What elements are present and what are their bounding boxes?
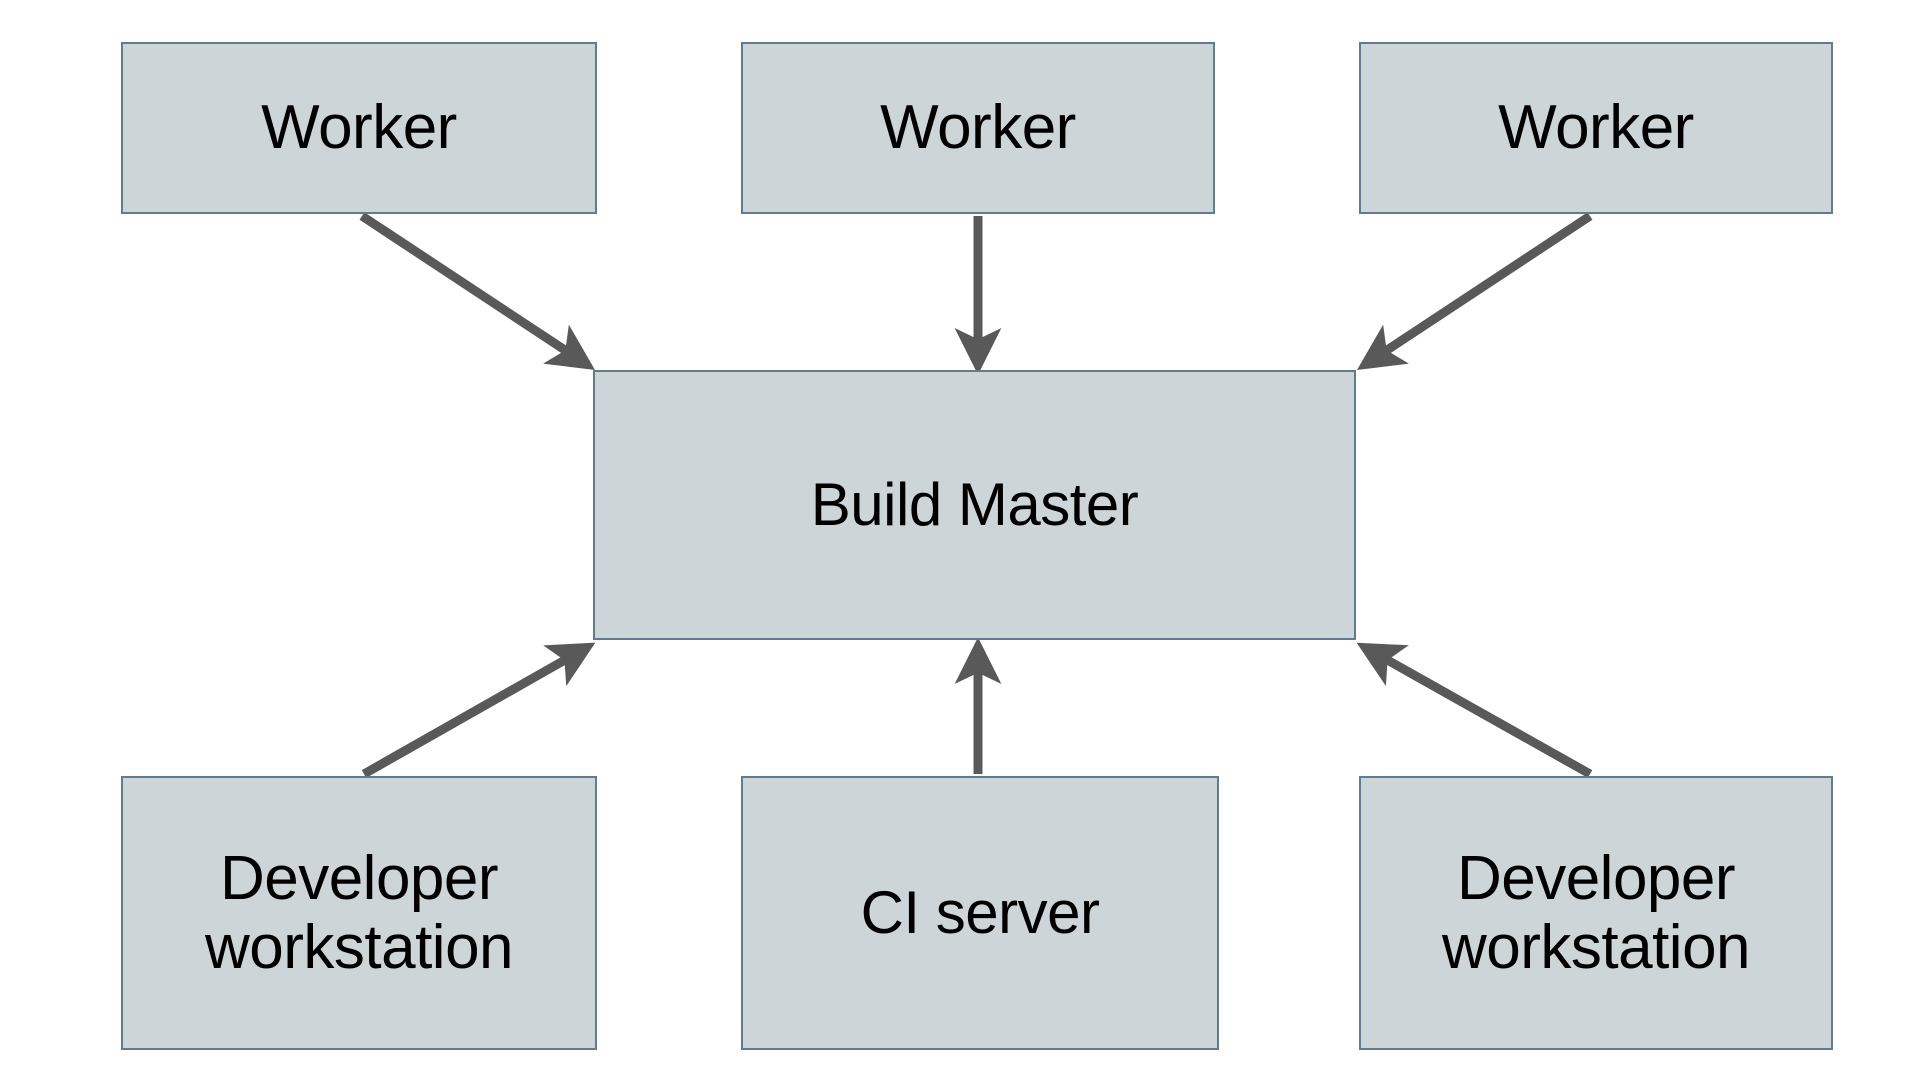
node-worker-3[interactable]: Worker [1359, 42, 1833, 214]
node-worker-1-label: Worker [261, 93, 457, 163]
node-developer-workstation-left[interactable]: Developer workstation [121, 776, 597, 1050]
node-build-master[interactable]: Build Master [593, 370, 1356, 640]
node-worker-2-label: Worker [880, 93, 1076, 163]
node-ci-server[interactable]: CI server [741, 776, 1219, 1050]
node-developer-workstation-left-label: Developer workstation [204, 843, 514, 982]
edge-dev-workstation-right-to-build-master [1356, 642, 1593, 778]
node-worker-2[interactable]: Worker [741, 42, 1215, 214]
node-build-master-label: Build Master [810, 471, 1139, 539]
node-ci-server-label: CI server [860, 879, 1100, 947]
edge-dev-workstation-left-to-build-master [361, 642, 596, 778]
edge-worker-3-to-build-master [1356, 212, 1593, 370]
node-worker-1[interactable]: Worker [121, 42, 597, 214]
edge-worker-1-to-build-master [359, 212, 596, 370]
node-developer-workstation-right-label: Developer workstation [1441, 843, 1751, 982]
node-worker-3-label: Worker [1498, 93, 1694, 163]
node-developer-workstation-right[interactable]: Developer workstation [1359, 776, 1833, 1050]
